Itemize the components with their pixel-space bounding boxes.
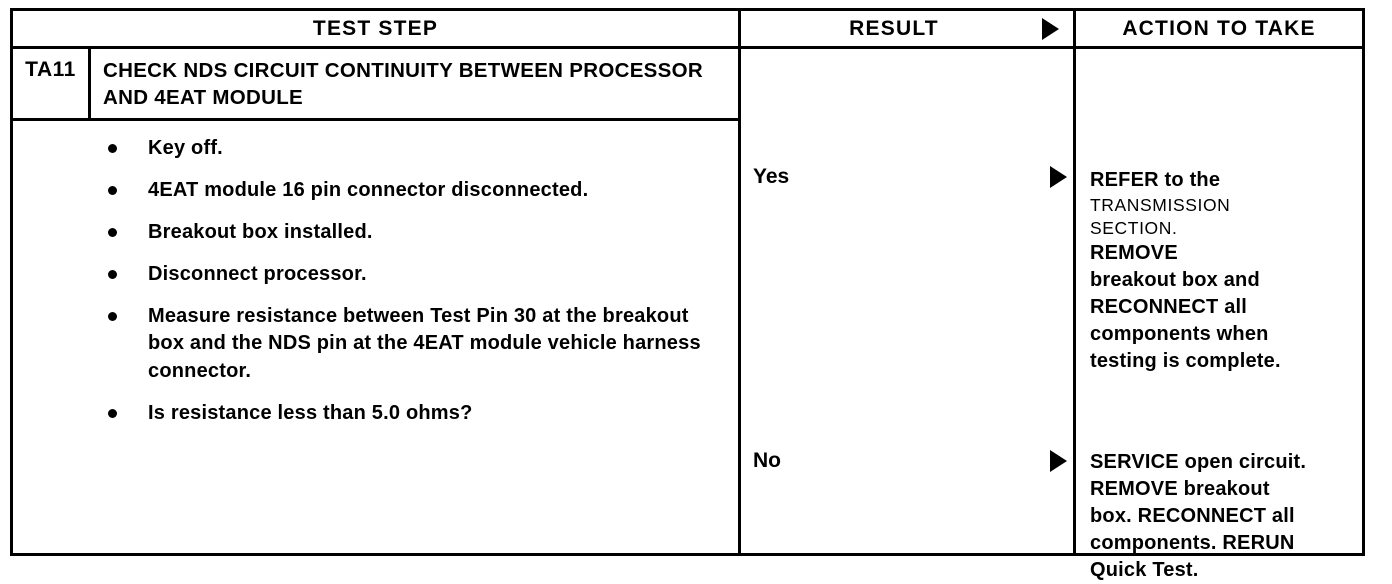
- step-title-band: TA11 CHECK NDS CIRCUIT CONTINUITY BETWEE…: [13, 49, 738, 121]
- action-block-no: SERVICE open circuit. REMOVE breakout bo…: [1076, 449, 1362, 584]
- result-column: Yes No: [738, 49, 1073, 553]
- table-header-row: TEST STEP RESULT ACTION TO TAKE: [13, 11, 1362, 49]
- diagnostic-table: TEST STEP RESULT ACTION TO TAKE TA11: [10, 8, 1365, 581]
- result-label-no: No: [753, 449, 781, 472]
- result-entry-yes: Yes: [741, 165, 1073, 189]
- action-line: RECONNECT all: [1090, 295, 1248, 318]
- action-line: SECTION.: [1090, 217, 1178, 238]
- list-item: Disconnect processor.: [108, 261, 724, 288]
- action-line: testing is complete.: [1090, 349, 1281, 372]
- result-entry-no: No: [741, 449, 1073, 473]
- list-item: Measure resistance between Test Pin 30 a…: [108, 303, 724, 385]
- step-title: CHECK NDS CIRCUIT CONTINUITY BETWEEN PRO…: [103, 59, 703, 110]
- step-instruction-list: Key off. 4EAT module 16 pin connector di…: [13, 121, 738, 443]
- action-line: SERVICE open circuit.: [1090, 451, 1307, 473]
- triangle-right-icon: [1042, 17, 1059, 40]
- header-cell-test-step: TEST STEP: [13, 11, 738, 46]
- triangle-right-icon: [1050, 450, 1067, 472]
- action-line: REMOVE: [1090, 241, 1178, 264]
- action-column: REFER to the TRANSMISSION SECTION. REMOV…: [1073, 49, 1362, 581]
- action-line: breakout box and: [1090, 268, 1260, 291]
- action-line: Quick Test.: [1090, 559, 1199, 581]
- action-line: components. RERUN: [1090, 532, 1295, 554]
- list-item: 4EAT module 16 pin connector disconnecte…: [108, 177, 724, 204]
- table-body-row: TA11 CHECK NDS CIRCUIT CONTINUITY BETWEE…: [13, 49, 1362, 581]
- header-label-test-step: TEST STEP: [312, 16, 439, 40]
- list-item: Breakout box installed.: [108, 219, 724, 246]
- header-cell-result: RESULT: [738, 11, 1073, 46]
- action-line: TRANSMISSION: [1090, 195, 1231, 215]
- diagnostic-chart-page: TEST STEP RESULT ACTION TO TAKE TA11: [10, 8, 1365, 581]
- list-item: Is resistance less than 5.0 ohms?: [108, 400, 724, 427]
- step-code: TA11: [13, 49, 91, 118]
- action-line: components when: [1090, 322, 1269, 345]
- result-label-yes: Yes: [753, 165, 790, 188]
- triangle-right-icon: [1050, 166, 1067, 188]
- action-block-yes: REFER to the TRANSMISSION SECTION. REMOV…: [1076, 167, 1362, 375]
- action-line: REMOVE breakout: [1090, 478, 1270, 500]
- action-line: box. RECONNECT all: [1090, 505, 1295, 527]
- header-cell-action: ACTION TO TAKE: [1073, 11, 1362, 46]
- header-label-action: ACTION TO TAKE: [1122, 16, 1316, 40]
- test-step-column: TA11 CHECK NDS CIRCUIT CONTINUITY BETWEE…: [13, 49, 738, 553]
- header-label-result: RESULT: [849, 16, 939, 40]
- action-line: REFER to the: [1090, 169, 1221, 191]
- list-item: Key off.: [108, 135, 724, 162]
